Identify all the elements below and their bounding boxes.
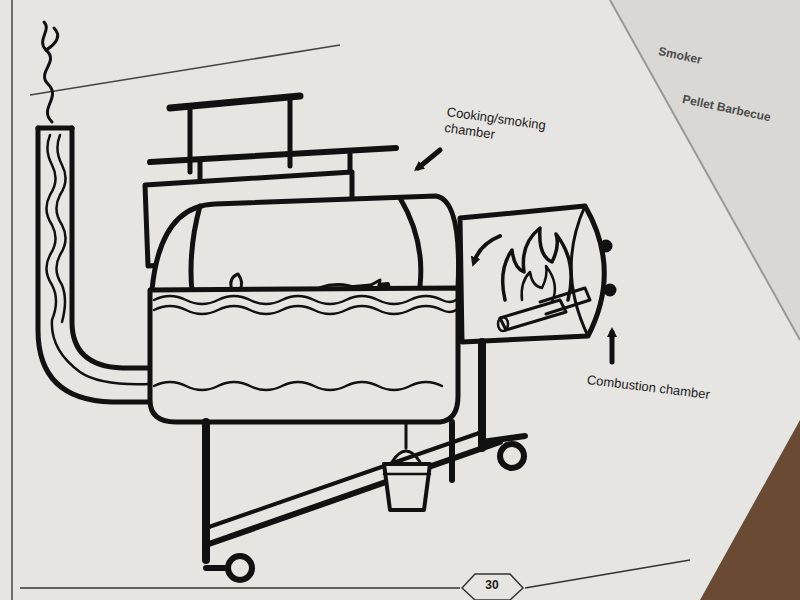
page-number: 30 bbox=[482, 578, 502, 592]
